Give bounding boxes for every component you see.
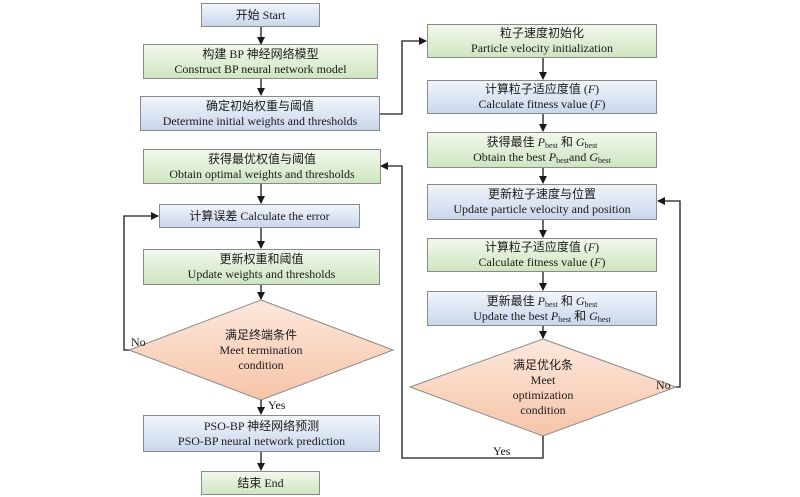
fitness-node-1: 计算粒子适应度值 (F) Calculate fitness value (F) <box>427 80 657 114</box>
particle-velocity-init-label-en: Particle velocity initialization <box>471 41 613 55</box>
optimal-weights-label-en: Obtain optimal weights and thresholds <box>169 166 355 181</box>
fitness-2-label-zh: 计算粒子适应度值 (F) <box>484 240 600 254</box>
fitness-1-label-zh: 计算粒子适应度值 (F) <box>484 82 600 96</box>
update-velocity-position-label-zh: 更新粒子速度与位置 <box>487 187 596 201</box>
termination-decision-shape <box>127 299 395 401</box>
init-weights-node: 确定初始权重与阈值 Determine initial weights and … <box>140 96 380 131</box>
fitness-2-label-en: Calculate fitness value (F) <box>478 255 606 269</box>
obtain-best-node: 获得最佳 Pbest 和 Gbest Obtain the best Pbest… <box>427 132 657 168</box>
end-label: 结束 End <box>237 475 284 490</box>
optimization-decision-shape <box>408 338 678 437</box>
init-weights-label-en: Determine initial weights and thresholds <box>162 113 358 128</box>
build-model-node: 构建 BP 神经网络模型 Construct BP neural network… <box>143 44 378 79</box>
calculate-error-label: 计算误差 Calculate the error <box>189 208 330 223</box>
arrow-yes-to-optimal <box>380 162 544 459</box>
start-label: 开始 Start <box>235 7 286 22</box>
obtain-best-label-en: Obtain the best Pbestand Gbest <box>473 150 611 165</box>
fitness-node-2: 计算粒子适应度值 (F) Calculate fitness value (F) <box>427 238 657 272</box>
start-node: 开始 Start <box>201 3 320 27</box>
init-weights-label-zh: 确定初始权重与阈值 <box>205 98 314 113</box>
update-velocity-position-label-en: Update particle velocity and position <box>453 202 631 216</box>
update-best-label-zh: 更新最佳 Pbest 和 Gbest <box>486 293 598 309</box>
yes-label-left: Yes <box>268 398 286 412</box>
particle-velocity-init-node: 粒子速度初始化 Particle velocity initialization <box>427 24 657 58</box>
prediction-label-zh: PSO-BP 神经网络预测 <box>203 418 320 433</box>
no-label-left: No <box>131 335 146 349</box>
arrow-no-loop-right <box>657 197 681 388</box>
obtain-best-label-zh: 获得最佳 Pbest 和 Gbest <box>486 135 598 150</box>
update-weights-label-zh: 更新权重和阈值 <box>219 252 304 266</box>
optimal-weights-label-zh: 获得最优权值与阈值 <box>207 151 316 166</box>
update-velocity-position-node: 更新粒子速度与位置 Update particle velocity and p… <box>427 184 657 220</box>
update-weights-node: 更新权重和阈值 Update weights and thresholds <box>143 249 380 285</box>
no-label-right: No <box>656 378 671 392</box>
arrow-no-loop-left <box>123 212 159 351</box>
prediction-label-en: PSO-BP neural network prediction <box>177 433 346 448</box>
particle-velocity-init-label-zh: 粒子速度初始化 <box>499 26 584 40</box>
end-node: 结束 End <box>201 471 320 495</box>
fitness-1-label-en: Calculate fitness value (F) <box>478 97 606 111</box>
optimal-weights-node: 获得最优权值与阈值 Obtain optimal weights and thr… <box>143 149 381 184</box>
arrow-init-to-pso <box>380 37 427 115</box>
update-best-node: 更新最佳 Pbest 和 Gbest Update the best Pbest… <box>427 291 657 326</box>
build-model-label-zh: 构建 BP 神经网络模型 <box>202 46 319 61</box>
prediction-node: PSO-BP 神经网络预测 PSO-BP neural network pred… <box>143 415 380 452</box>
update-weights-label-en: Update weights and thresholds <box>187 267 336 281</box>
calculate-error-node: 计算误差 Calculate the error <box>159 204 360 228</box>
update-best-label-en: Update the best Pbest 和 Gbest <box>473 308 611 324</box>
build-model-label-en: Construct BP neural network model <box>174 61 347 76</box>
yes-label-right: Yes <box>493 444 511 458</box>
